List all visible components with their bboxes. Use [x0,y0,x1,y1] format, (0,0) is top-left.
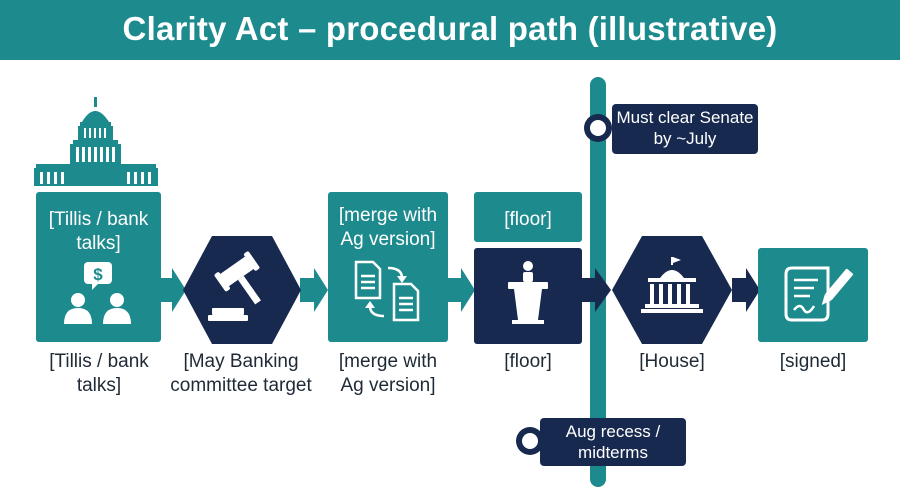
arrow-1 [158,268,186,312]
step-1-box: $ [36,192,161,342]
step-2-caption: [May Banking committee target [170,351,312,396]
house-building-icon [641,257,703,313]
step-6-caption: [signed] [779,351,847,372]
arrow-3 [447,268,475,312]
arrow-4 [581,268,611,312]
senate-deadline-callout: Must clear Senate by ~July [612,104,758,154]
people-dollar-icon: $ [64,262,131,324]
step-1-caption: [Tillis / bank talks] [49,351,149,396]
step-4-caption: [floor] [504,351,552,372]
recess-callout: Aug recess / midterms [540,418,686,466]
arrow-2 [300,268,328,312]
step-4-box-label: [floor] [504,209,552,230]
flow-arrows [158,268,760,312]
step-5-caption: [House] [639,351,705,372]
step-5-box [612,236,732,344]
step-4-box [474,192,582,344]
bottom-callout-pin [516,427,544,455]
podium-icon [508,261,548,324]
title-bar [0,0,900,60]
page-title: Clarity Act – procedural path (illustrat… [122,10,778,47]
arrow-5 [732,268,760,312]
step-1-box-label: [Tillis / bank talks] [48,209,149,254]
gavel-icon [208,251,261,321]
signed-document-icon [784,266,854,322]
svg-text:$: $ [93,265,103,284]
step-3-caption: [merge with Ag version] [338,351,438,396]
step-6-box [758,248,868,342]
top-callout-pin [584,114,612,142]
capitol-icon [34,97,158,186]
step-3-box-label: [merge with Ag version] [338,205,438,250]
step-3-box [328,192,448,342]
step-2-box [183,236,301,344]
